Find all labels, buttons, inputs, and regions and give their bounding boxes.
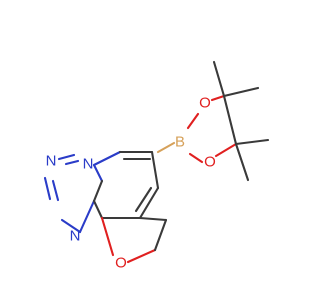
bond-triazole-left [43, 176, 52, 201]
bond-ring-left [92, 199, 104, 220]
bond-b-o-lower [188, 152, 204, 164]
atom-n-bridge: N [83, 156, 94, 173]
bond-triazole-nn-inner [64, 159, 80, 166]
atom-n-top: N [46, 153, 57, 170]
bond-triazole-left-double [51, 179, 60, 202]
bond-ring-right [150, 150, 160, 190]
molecule-diagram: N N N O B O O [43, 60, 270, 272]
bond-o-ch2 [126, 248, 157, 264]
bond-n-bridge-c [92, 163, 104, 183]
atom-boron: B [175, 134, 185, 151]
bond-methyl-1 [212, 60, 226, 98]
bond-triazole-c-c [92, 179, 104, 203]
bond-c-o-furan [100, 216, 115, 257]
bond-triazole-c-n [78, 199, 96, 234]
atom-o-upper: O [199, 95, 211, 112]
bond-triazole-upper [60, 218, 82, 234]
bond-methyl-2 [222, 86, 260, 98]
bond-ring-lower-right [138, 186, 160, 220]
bond-ch2-ring [138, 216, 168, 222]
bond-methyl-3 [234, 138, 270, 146]
bond-methyl-4 [234, 142, 250, 182]
bond-ring-boron [156, 141, 176, 154]
bond-b-o-upper [186, 112, 200, 130]
bond-ring-lower-right-double [134, 186, 153, 213]
bond-ch2-ch2 [153, 218, 168, 252]
bond-o-cq-lower [214, 142, 238, 158]
bond-cq-cq [222, 94, 238, 146]
bond-n-ring [92, 150, 122, 167]
atom-o-furan: O [115, 255, 127, 272]
bond-triazole-nn [57, 153, 76, 161]
bond-o-cq-upper [210, 94, 226, 102]
atom-n-left: N [70, 228, 81, 245]
atom-o-lower: O [204, 154, 216, 171]
